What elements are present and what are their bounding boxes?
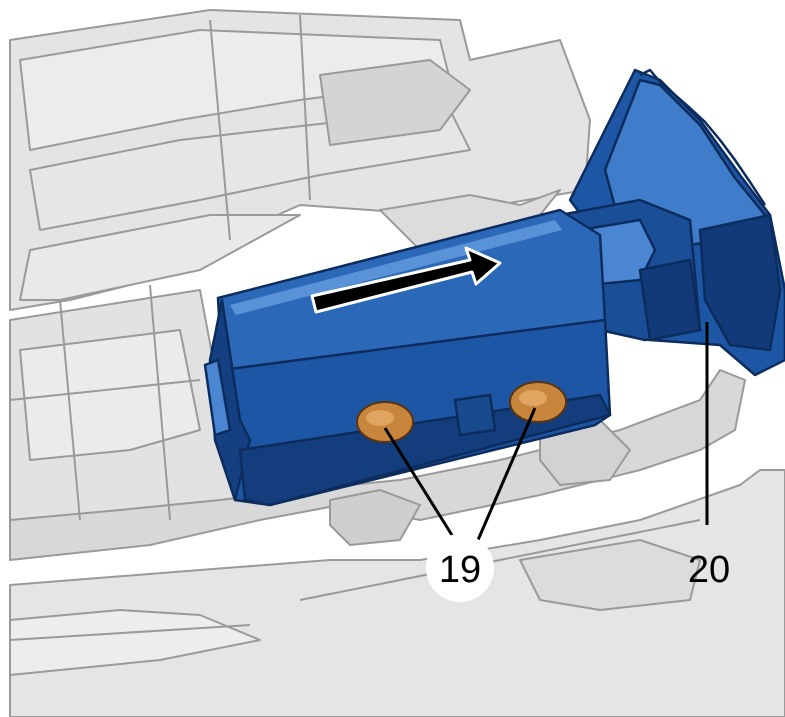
- callout-19-label: 19: [439, 549, 481, 591]
- blue-component: [203, 68, 785, 507]
- arrow-right-icon: [310, 246, 502, 314]
- leader-lines: [383, 322, 709, 541]
- callout-19: 19: [426, 534, 494, 602]
- callout-20: 20: [688, 549, 730, 591]
- background-body-structure: [9, 9, 785, 717]
- fastener-icon: [356, 381, 567, 443]
- callout-20-label: 20: [688, 549, 730, 591]
